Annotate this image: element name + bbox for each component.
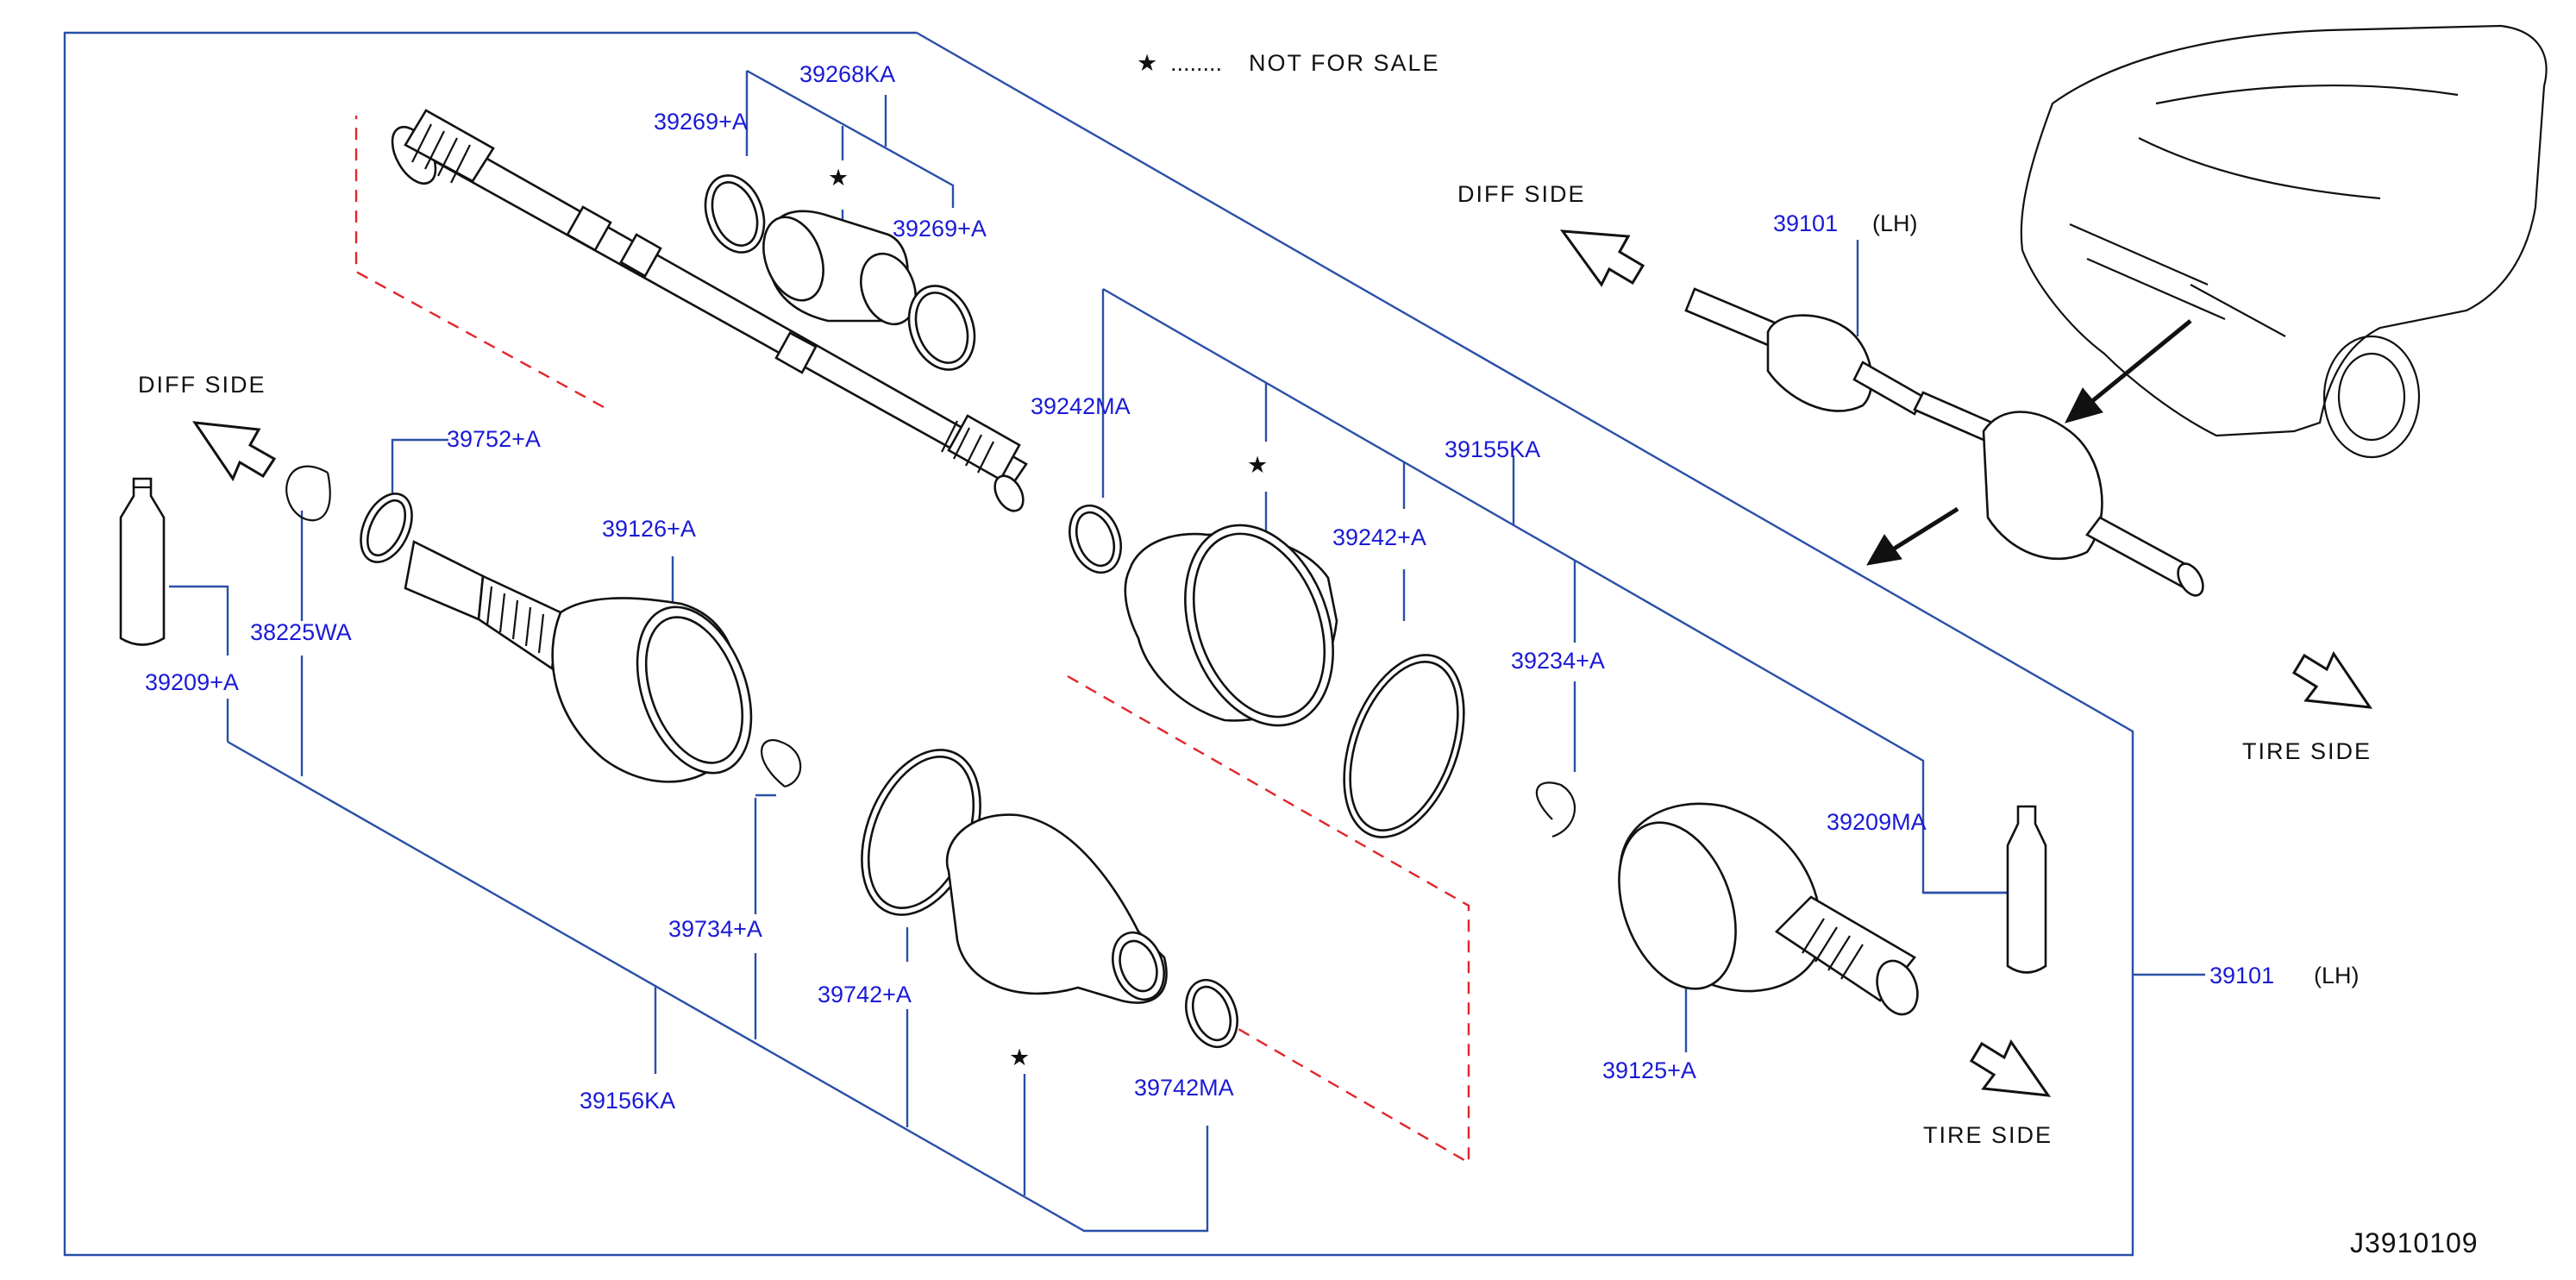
tire-side-label-bottom: TIRE SIDE	[1923, 1122, 2053, 1148]
part-label-39209A: 39209+A	[145, 669, 239, 695]
part-label-39155KA: 39155KA	[1445, 436, 1540, 462]
bottom-boot-part	[861, 749, 1238, 1049]
tire-side-arrow-bottom	[1969, 1038, 2052, 1097]
part-label-39101-top: 39101	[1773, 210, 1838, 236]
part-label-39269A-right: 39269+A	[893, 216, 987, 242]
solid-arrow-left	[2065, 319, 2192, 424]
part-label-39752A: 39752+A	[447, 426, 541, 452]
part-label-39101-top-lh: (LH)	[1872, 210, 1918, 236]
part-label-39269A-top: 39269+A	[654, 109, 748, 135]
part-label-39101-right-lh: (LH)	[2314, 963, 2360, 988]
part-label-39742A: 39742+A	[818, 982, 912, 1007]
part-label-39734A: 39734+A	[668, 916, 762, 942]
boot-group-dash	[1067, 675, 1470, 1165]
tire-side-arrow-right	[2291, 650, 2373, 709]
not-for-sale-stars: ★ ★ ★	[828, 165, 1268, 1070]
star-middle-boot: ★	[1247, 452, 1268, 478]
direction-arrows	[191, 229, 2373, 1097]
part-label-39125A: 39125+A	[1602, 1057, 1696, 1083]
diff-side-label-right: DIFF SIDE	[1457, 181, 1586, 207]
legend-dots: ........	[1170, 50, 1222, 76]
diff-side-label-left: DIFF SIDE	[138, 372, 266, 398]
solid-arrow-bottom	[1866, 506, 1959, 566]
outer-joint-part	[1618, 802, 2047, 1016]
legend: ★ ........ NOT FOR SALE	[1137, 50, 1440, 76]
part-label-39742MA: 39742MA	[1134, 1075, 1234, 1101]
star-bottom-boot: ★	[1009, 1045, 1030, 1070]
top-boot-part	[704, 174, 976, 371]
part-label-39242A: 39242+A	[1332, 524, 1426, 550]
legend-text: NOT FOR SALE	[1249, 50, 1440, 76]
middle-boot-part	[1069, 504, 1576, 838]
part-label-39156KA: 39156KA	[580, 1088, 675, 1114]
left-parts	[119, 465, 802, 788]
part-number-labels: 39268KA 39269+A 39269+A 39101 (LH) 39242…	[145, 61, 2360, 1114]
vehicle-outline	[2020, 24, 2548, 459]
shaft-group-dash	[354, 116, 605, 409]
reference-code: J3910109	[2350, 1227, 2479, 1258]
diff-side-arrow-right	[1559, 229, 1645, 287]
part-label-39126A: 39126+A	[602, 516, 696, 542]
leader-lines	[169, 69, 2205, 1233]
legend-star: ★	[1137, 50, 1157, 76]
part-label-39268KA: 39268KA	[799, 61, 895, 87]
diagram-frame	[63, 31, 2134, 1257]
diff-side-arrow-left	[191, 421, 277, 482]
star-top-boot: ★	[828, 165, 849, 191]
part-label-39234A: 39234+A	[1511, 648, 1605, 674]
assembled-axle-part	[1684, 287, 2204, 597]
tire-side-label-top: TIRE SIDE	[2242, 738, 2372, 764]
part-label-39209MA: 39209MA	[1827, 809, 1927, 835]
part-label-39242MA: 39242MA	[1031, 393, 1131, 419]
part-label-39101-right: 39101	[2209, 963, 2274, 988]
part-label-38225WA: 38225WA	[250, 619, 352, 645]
drive-shaft-part	[391, 109, 1028, 512]
